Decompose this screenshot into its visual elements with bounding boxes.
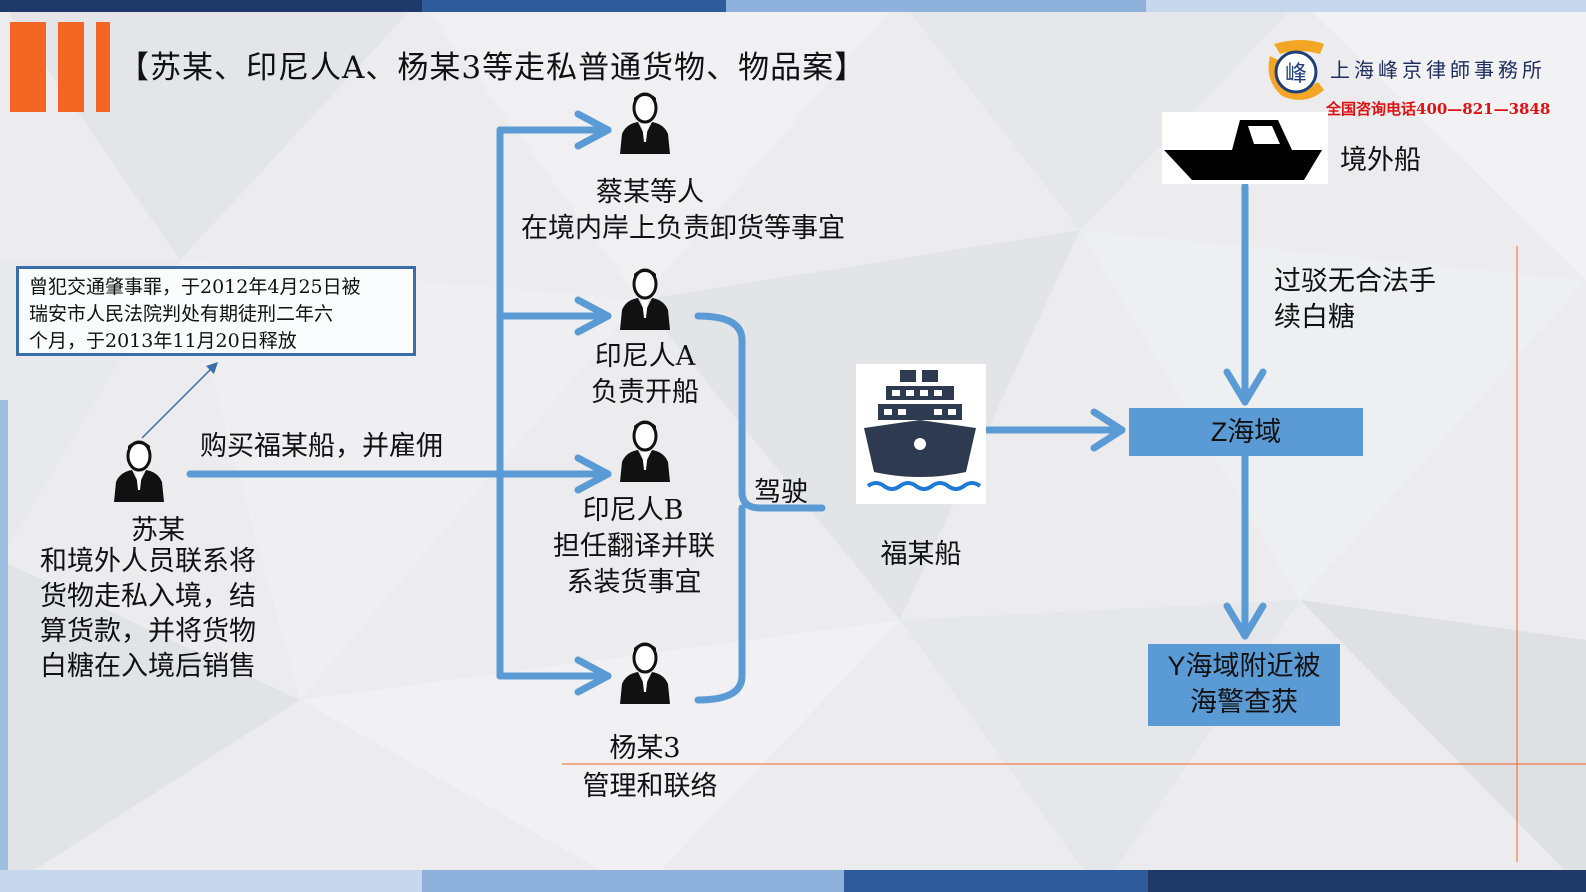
- top-stripe-3: [726, 0, 1146, 12]
- person-icon-cai: [620, 92, 670, 154]
- cruise-ship-icon: [864, 370, 982, 491]
- person-icon-su: [114, 440, 164, 502]
- su-desc-line-2: 货物走私入境，结: [40, 581, 256, 612]
- indo-a-role: 负责开船: [591, 377, 699, 408]
- foreign-ship-panel: [1162, 112, 1328, 184]
- bottom-stripe-3: [844, 870, 1148, 892]
- indo-a-name: 印尼人A: [594, 341, 696, 372]
- note-line-2: 瑞安市人民法院判处有期徒刑二年六: [29, 303, 334, 325]
- note-pointer-head: [206, 362, 218, 374]
- boat-icon: [1164, 120, 1322, 180]
- su-desc-line-3: 算货款，并将货物: [40, 616, 256, 647]
- su-desc-line-1: 和境外人员联系将: [40, 546, 256, 577]
- arrowhead-cai: [574, 110, 612, 150]
- law-firm-logo-icon: 峰: [1268, 40, 1324, 100]
- transfer-label-line-1: 过驳无合法手: [1274, 266, 1436, 297]
- indo-b-name: 印尼人B: [582, 495, 684, 526]
- bottom-stripe-4: [1148, 870, 1586, 892]
- note-pointer-line: [141, 365, 215, 439]
- zone-y-line-1: Y海域附近被: [1167, 651, 1321, 681]
- bottom-stripe-1: [0, 870, 422, 892]
- person-icon-yang: [620, 642, 670, 704]
- su-description: 和境外人员联系将 货物走私入境，结 算货款，并将货物 白糖在入境后销售: [40, 544, 256, 684]
- arrowhead-indo-a: [574, 296, 612, 336]
- person-icon-indo-b: [620, 420, 670, 482]
- top-stripe-4: [1146, 0, 1586, 12]
- transfer-label: 过驳无合法手 续白糖: [1274, 264, 1436, 336]
- prior-conviction-note: 曾犯交通肇事罪，于2012年4月25日被 瑞安市人民法院判处有期徒刑二年六 个月…: [16, 266, 416, 356]
- arrowhead-yang: [574, 656, 612, 696]
- fu-ship-panel: [856, 364, 986, 504]
- arrowhead-zone-y: [1223, 602, 1267, 640]
- zone-y-line-2: 海警查获: [1190, 687, 1298, 717]
- arrowhead-indo-b: [574, 454, 612, 494]
- cai-name: 蔡某等人: [596, 177, 704, 208]
- su-name: 苏某: [131, 515, 185, 546]
- orange-bar-2: [58, 22, 84, 112]
- top-stripe-2: [422, 0, 726, 12]
- yang-name: 杨某3: [609, 733, 681, 764]
- zone-z-box: Z海域: [1129, 408, 1363, 456]
- orange-bar-3: [96, 22, 110, 112]
- drive-label: 驾驶: [754, 477, 808, 508]
- bottom-stripe-2: [422, 870, 844, 892]
- transfer-label-line-2: 续白糖: [1274, 302, 1355, 333]
- svg-text:峰: 峰: [1285, 62, 1307, 87]
- top-stripe-1: [0, 0, 422, 12]
- phone-hotline: 全国咨询电话400—821—3848: [1326, 100, 1551, 118]
- arrowhead-zone-z: [1090, 408, 1126, 452]
- page-title: 【苏某、印尼人A、杨某3等走私普通货物、物品案】: [118, 50, 867, 86]
- cai-role: 在境内岸上负责卸货等事宜: [521, 213, 845, 244]
- indo-b-role-line-1: 担任翻译并联: [553, 531, 715, 562]
- zone-y-box: Y海域附近被 海警查获: [1148, 644, 1340, 726]
- person-icon-indo-a: [620, 268, 670, 330]
- note-line-3: 个月，于2013年11月20日释放: [29, 330, 297, 352]
- note-line-1: 曾犯交通肇事罪，于2012年4月25日被: [29, 276, 361, 298]
- orange-bar-1: [10, 22, 46, 112]
- fu-ship-label: 福某船: [880, 539, 962, 570]
- hire-label: 购买福某船，并雇佣: [200, 431, 443, 462]
- zone-z-label: Z海域: [1210, 417, 1282, 447]
- drive-brace: [694, 312, 826, 704]
- arrowhead-foreign: [1223, 368, 1267, 406]
- yang-role: 管理和联络: [582, 771, 718, 802]
- indo-b-role-line-2: 系装货事宜: [566, 567, 702, 598]
- law-firm-name: 上海峰京律師事務所: [1330, 58, 1546, 82]
- foreign-ship-label: 境外船: [1340, 145, 1421, 176]
- su-desc-line-4: 白糖在入境后销售: [40, 651, 256, 682]
